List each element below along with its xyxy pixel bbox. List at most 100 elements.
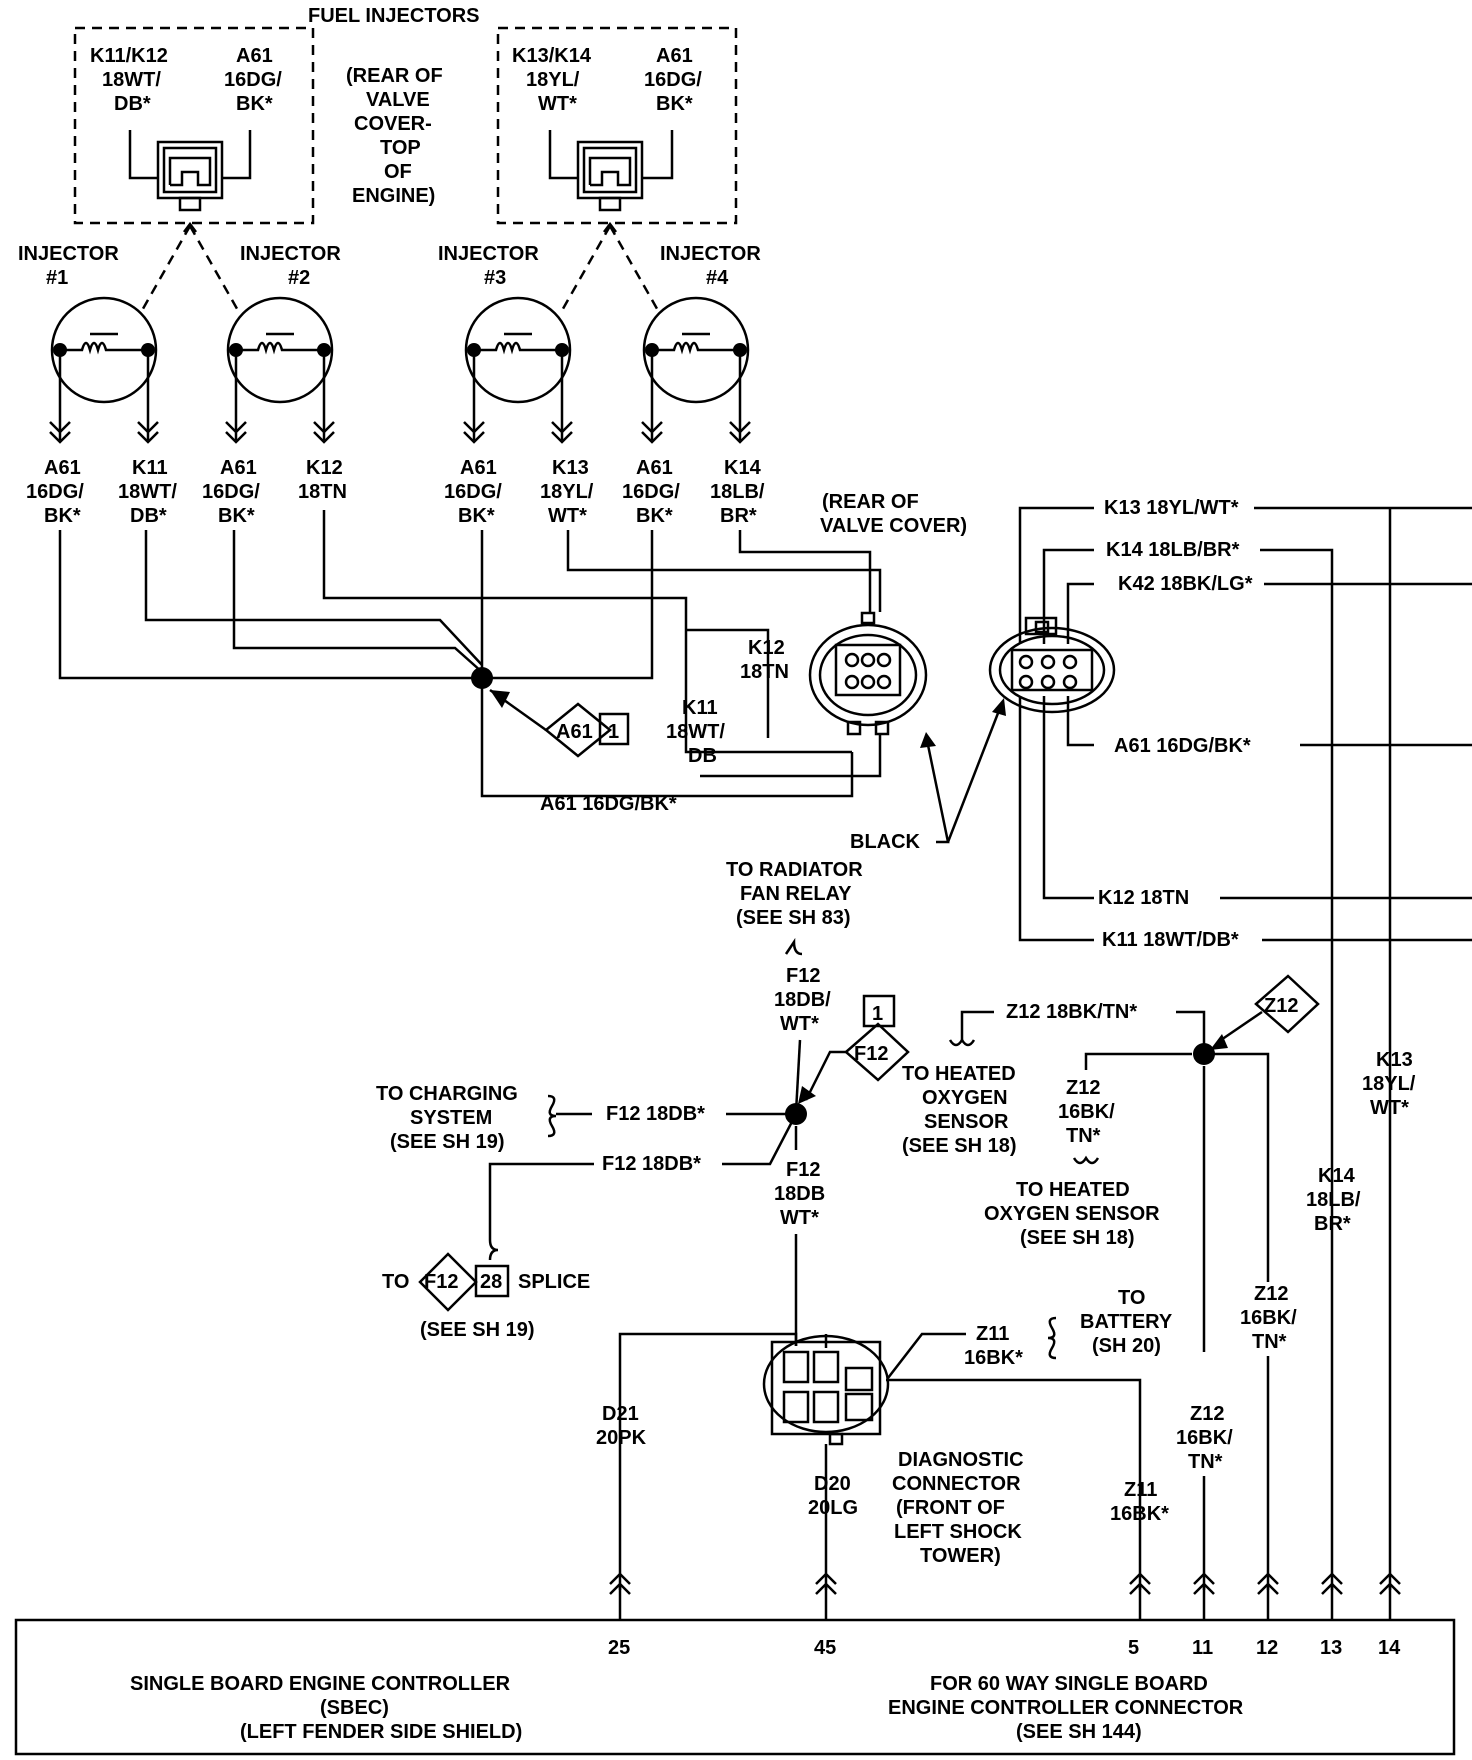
black-label: BLACK: [850, 831, 921, 853]
svg-text:16BK/: 16BK/: [1240, 1307, 1297, 1329]
injector-harness-wires: [58, 510, 882, 798]
f12-splice-wire: [488, 1162, 594, 1240]
right-connector-wires: [1018, 506, 1472, 1590]
svg-text:18WT/: 18WT/: [102, 69, 161, 91]
svg-text:(SEE SH 83): (SEE SH 83): [736, 907, 850, 929]
svg-text:#4: #4: [706, 267, 729, 289]
svg-text:K12: K12: [306, 457, 343, 479]
left-box-wire2-label: A61 16DG/ BK*: [224, 45, 282, 115]
svg-text:SENSOR: SENSOR: [924, 1111, 1009, 1133]
svg-text:TOWER): TOWER): [920, 1545, 1001, 1567]
right-box-connector-symbol: [548, 130, 674, 212]
svg-text:28: 28: [480, 1271, 502, 1293]
svg-text:(SBEC): (SBEC): [320, 1697, 389, 1719]
z12-top-wire-right: [1176, 1010, 1206, 1052]
sbec-terminal: 14: [1378, 1572, 1401, 1659]
svg-text:TO HEATED: TO HEATED: [1016, 1179, 1130, 1201]
svg-text:16DG/: 16DG/: [644, 69, 702, 91]
svg-text:A61: A61: [556, 721, 593, 743]
sbec-pin-label: 14: [1378, 1637, 1401, 1659]
fuel-injectors-title: FUEL INJECTORS: [308, 5, 480, 27]
injector-1-symbol: [49, 296, 159, 444]
svg-text:BK*: BK*: [236, 93, 273, 115]
svg-text:ENGINE): ENGINE): [352, 185, 435, 207]
svg-text:FAN RELAY: FAN RELAY: [740, 883, 852, 905]
valve-cover-label: (REAR OF VALVE COVER): [820, 491, 967, 537]
injector-2-label: INJECTOR #2: [240, 243, 341, 289]
svg-text:A61: A61: [44, 457, 81, 479]
svg-text:A61: A61: [460, 457, 497, 479]
right-k13-vertical-label: K13 18YL/ WT*: [1362, 1049, 1416, 1119]
oxygen-break-2: [1072, 1155, 1100, 1165]
svg-text:18LB/: 18LB/: [1306, 1189, 1361, 1211]
z12-top-label: Z12 18BK/TN*: [1006, 1001, 1137, 1023]
svg-text:20PK: 20PK: [596, 1427, 647, 1449]
svg-text:DB*: DB*: [114, 93, 151, 115]
svg-text:DIAGNOSTIC: DIAGNOSTIC: [898, 1449, 1024, 1471]
svg-text:TOP: TOP: [380, 137, 421, 159]
svg-text:#1: #1: [46, 267, 68, 289]
leader-injector-2: [188, 225, 242, 315]
sbec-right-label: FOR 60 WAY SINGLE BOARD ENGINE CONTROLLE…: [888, 1673, 1244, 1743]
left-arrow-head: [183, 221, 197, 233]
z12-mid-wire: [1084, 1052, 1192, 1070]
svg-text:K13/K14: K13/K14: [512, 45, 592, 67]
injector-4-label: INJECTOR #4: [660, 243, 761, 289]
left-injector-harness-box: [73, 26, 315, 225]
svg-text:A61: A61: [636, 457, 673, 479]
svg-text:(SEE SH 19): (SEE SH 19): [390, 1131, 504, 1153]
svg-text:VALVE COVER): VALVE COVER): [820, 515, 967, 537]
svg-text:BK*: BK*: [636, 505, 673, 527]
battery-break: [1047, 1316, 1057, 1360]
right-z12b-vertical-label: Z12 16BK/ TN*: [1240, 1283, 1297, 1353]
svg-text:16DG/: 16DG/: [444, 481, 502, 503]
svg-text:A61: A61: [236, 45, 273, 67]
svg-text:BR*: BR*: [1314, 1213, 1351, 1235]
d20-label: D20 20LG: [808, 1473, 858, 1519]
f12-charging-label-a: F12 18DB*: [606, 1103, 705, 1125]
z12-splice-tag: Z12: [1210, 974, 1320, 1050]
svg-text:TN*: TN*: [1188, 1451, 1223, 1473]
sbec-pin-label: 5: [1128, 1637, 1139, 1659]
leader-injector-3: [558, 225, 612, 315]
right-arrow-head: [603, 221, 617, 233]
svg-text:TN*: TN*: [1252, 1331, 1287, 1353]
svg-text:(SH 20): (SH 20): [1092, 1335, 1161, 1357]
z11-wire: [886, 1378, 1142, 1590]
svg-text:D20: D20: [814, 1473, 851, 1495]
svg-text:BR*: BR*: [720, 505, 757, 527]
a61-splice-point: [471, 667, 493, 689]
right-k14-label: K14 18LB/BR*: [1106, 539, 1240, 561]
svg-text:1: 1: [608, 721, 619, 743]
sbec-terminal: 13: [1320, 1572, 1343, 1659]
svg-text:BK*: BK*: [458, 505, 495, 527]
svg-text:#2: #2: [288, 267, 310, 289]
diagnostic-label: DIAGNOSTIC CONNECTOR (FRONT OF LEFT SHOC…: [892, 1449, 1024, 1567]
z11-bottom-label: Z11 16BK*: [1110, 1479, 1169, 1525]
svg-text:VALVE: VALVE: [366, 89, 430, 111]
f12-wire-top: [794, 1039, 802, 1113]
battery-label: TO BATTERY (SH 20): [1080, 1287, 1173, 1357]
svg-text:18WT/: 18WT/: [666, 721, 725, 743]
svg-text:16BK*: 16BK*: [964, 1347, 1023, 1369]
svg-text:LEFT SHOCK: LEFT SHOCK: [894, 1521, 1022, 1543]
svg-text:CONNECTOR: CONNECTOR: [892, 1473, 1021, 1495]
injector-3-label: INJECTOR #3: [438, 243, 539, 289]
sbec-pin-label: 12: [1256, 1637, 1278, 1659]
svg-text:D21: D21: [602, 1403, 639, 1425]
left-box-wire1-label: K11/K12 18WT/ DB*: [90, 45, 168, 115]
svg-text:18YL/: 18YL/: [1362, 1073, 1416, 1095]
svg-text:18YL/: 18YL/: [526, 69, 580, 91]
svg-text:WT*: WT*: [780, 1013, 819, 1035]
svg-text:(REAR OF: (REAR OF: [822, 491, 919, 513]
charging-label: TO CHARGING SYSTEM (SEE SH 19): [376, 1083, 518, 1153]
leader-injector-4: [608, 225, 662, 315]
svg-text:#3: #3: [484, 267, 506, 289]
svg-text:16DG/: 16DG/: [202, 481, 260, 503]
svg-text:TO CHARGING: TO CHARGING: [376, 1083, 518, 1105]
svg-text:DB*: DB*: [130, 505, 167, 527]
right-k13-label: K13 18YL/WT*: [1104, 497, 1239, 519]
svg-text:K14: K14: [724, 457, 762, 479]
svg-text:Z12: Z12: [1254, 1283, 1288, 1305]
svg-text:K12: K12: [748, 637, 785, 659]
